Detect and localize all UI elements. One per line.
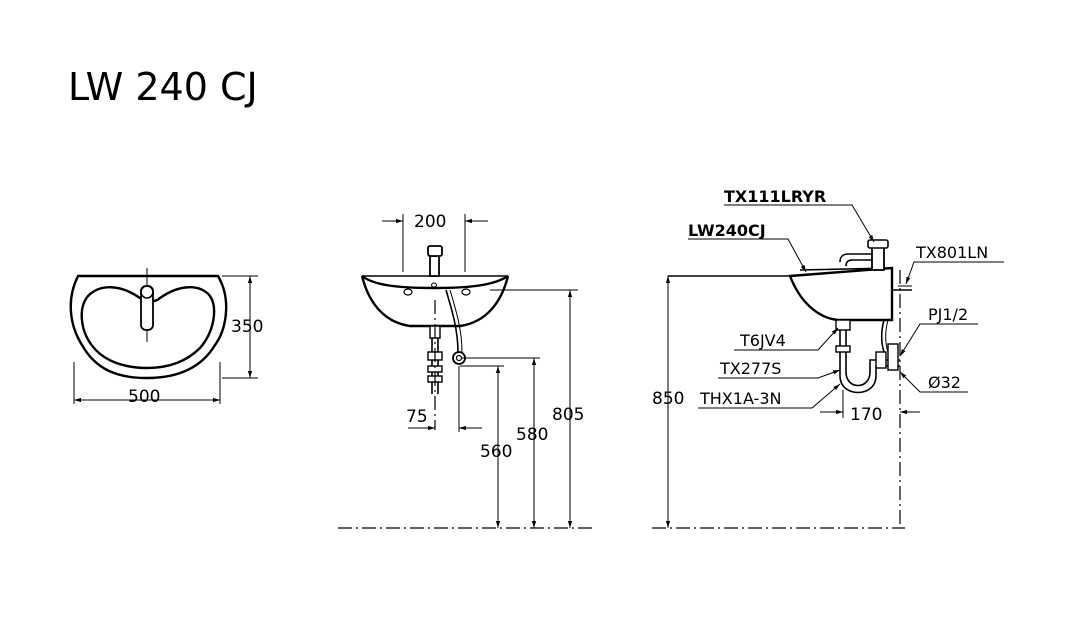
plan-width-dim: 500 [128, 387, 160, 407]
side-view: 850 170 TX111LRYR LW240CJ TX801LN PJ1/2 … [652, 187, 1004, 529]
plan-view: 500 350 [69, 268, 263, 407]
height-850-dim: 850 [652, 389, 684, 409]
height-805-dim: 805 [552, 405, 584, 425]
plan-depth-dim: 350 [231, 317, 263, 337]
offset-dim: 75 [406, 407, 428, 427]
label-diameter-32: Ø32 [928, 373, 961, 392]
label-pj12: PJ1/2 [928, 305, 968, 324]
label-tx111lryr: TX111LRYR [724, 187, 826, 206]
label-tx801ln: TX801LN [915, 243, 988, 262]
projection-dim: 170 [850, 405, 882, 425]
tap-spacing-dim: 200 [414, 212, 446, 232]
front-basin-rim [361, 274, 509, 290]
p-trap [839, 365, 900, 394]
height-580-dim: 580 [516, 425, 548, 445]
front-view: 200 75 560 [338, 212, 592, 529]
basin-outline [69, 274, 228, 380]
label-thx1a-3n: THX1A-3N [699, 389, 781, 408]
label-tx277s: TX277S [719, 359, 781, 378]
label-t6jv4: T6JV4 [739, 331, 786, 350]
page-title: LW 240 CJ [68, 65, 258, 109]
label-lw240cj: LW240CJ [688, 221, 766, 240]
side-basin-body [788, 266, 894, 322]
height-560-dim: 560 [480, 442, 512, 462]
side-faucet [871, 245, 885, 271]
front-faucet [429, 255, 440, 277]
